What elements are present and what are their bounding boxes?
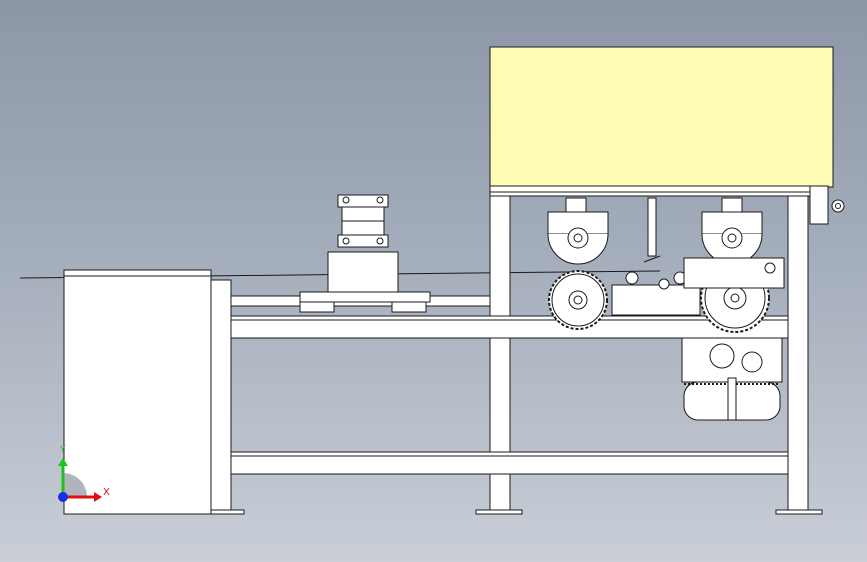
main-frame: [230, 185, 823, 515]
motor-gearbox: [681, 257, 785, 421]
cylinder-press-unit: [299, 194, 431, 313]
coordinate-triad: [58, 458, 102, 502]
upper-enclosure: [489, 46, 834, 188]
right-top-pulley: [701, 197, 763, 265]
triad-x-label: X: [103, 487, 110, 498]
left-cabinet: [63, 269, 245, 515]
triad-y-arrow: [58, 458, 68, 466]
triad-x-arrow: [94, 492, 102, 502]
center-block: [611, 271, 701, 316]
triad-y-label: Y: [60, 445, 66, 455]
left-top-pulley: [547, 197, 609, 265]
triad-z-axis: [58, 492, 68, 502]
left-gear: [548, 270, 608, 330]
guide-rod: [643, 197, 661, 263]
side-bracket: [809, 185, 845, 225]
